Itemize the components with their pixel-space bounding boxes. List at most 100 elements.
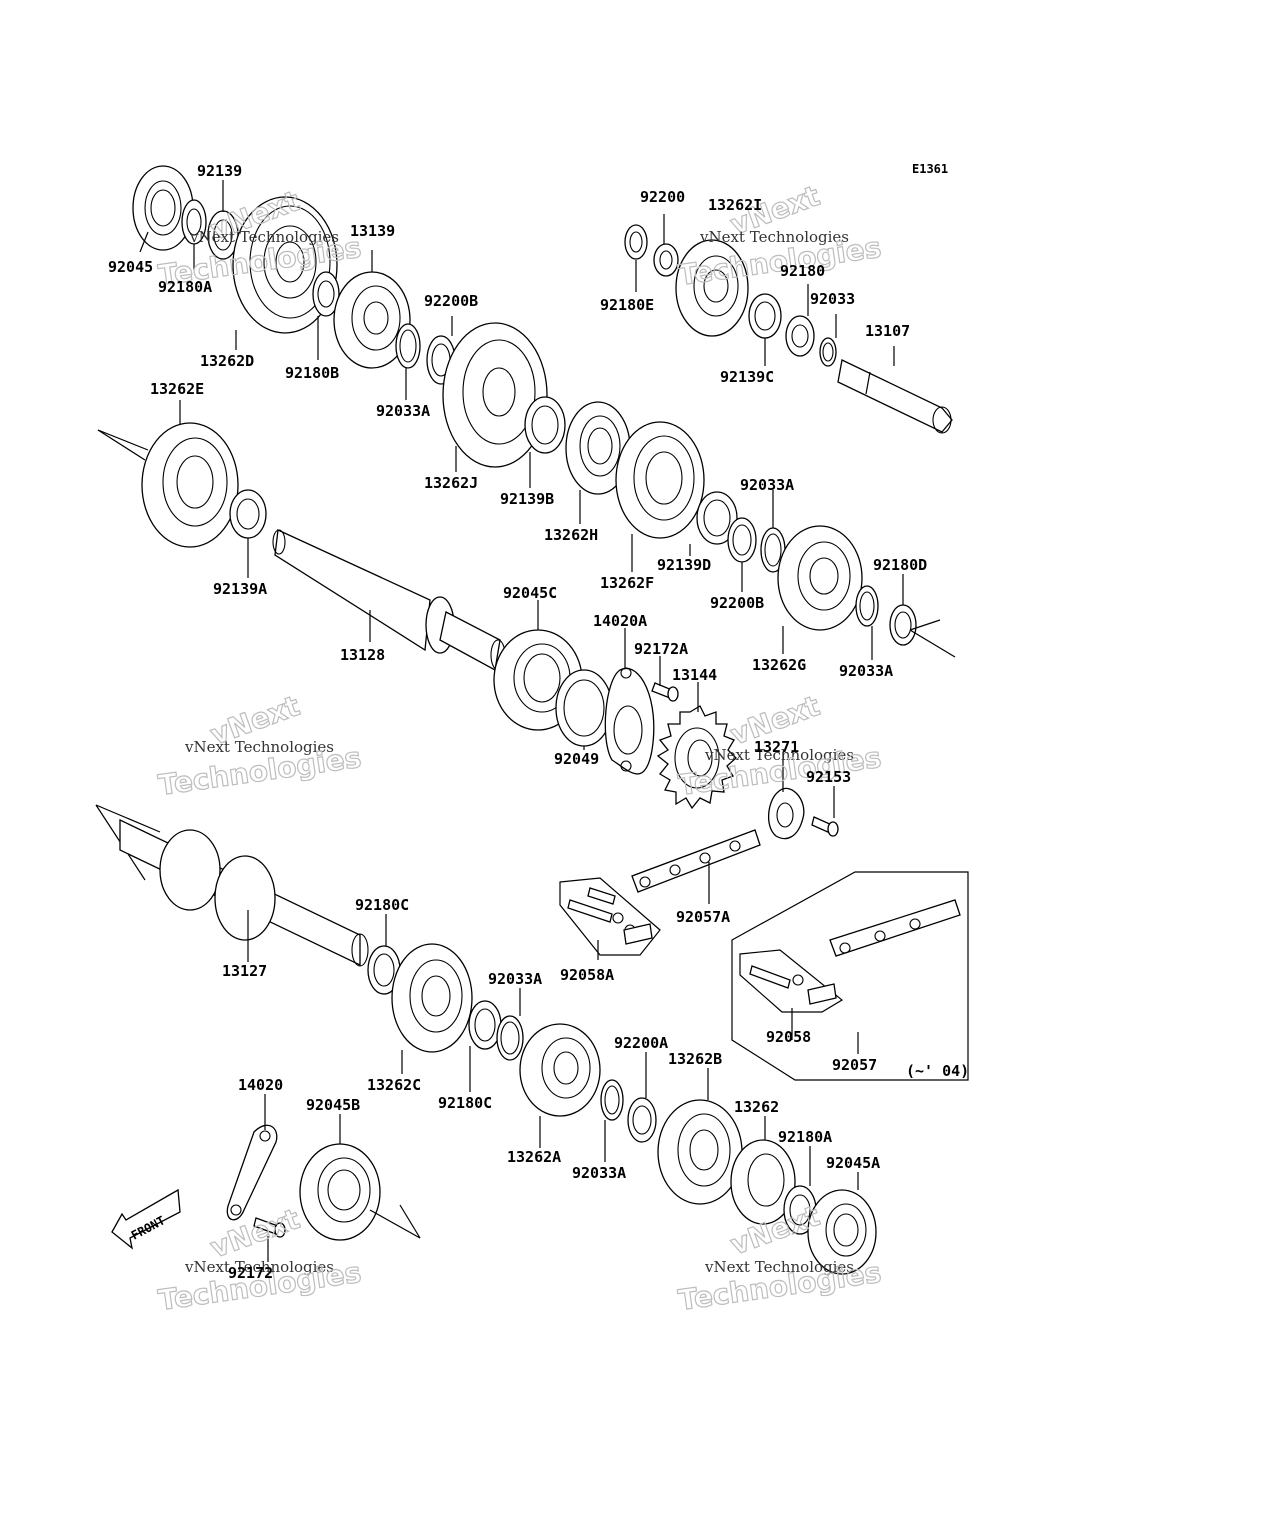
label-92033A-mid1: 92033A (740, 476, 794, 494)
bolt-92153 (811, 816, 839, 837)
gear-13139 (333, 271, 411, 369)
plate-14020A (604, 667, 655, 775)
label-92180C-low: 92180C (438, 1094, 492, 1112)
label-92153: 92153 (806, 768, 851, 786)
svg-text:vNext Technologies: vNext Technologies (699, 228, 849, 246)
label-92139D: 92139D (657, 556, 711, 574)
label-92045A: 92045A (826, 1154, 880, 1172)
label-13262G: 13262G (752, 656, 806, 674)
label-92172A: 92172A (634, 640, 688, 658)
circlip-92033 (819, 337, 837, 367)
label-13128: 13128 (340, 646, 385, 664)
label-92180A-low: 92180A (778, 1128, 832, 1146)
label-14020A: 14020A (593, 612, 647, 630)
label-13262C: 13262C (367, 1076, 421, 1094)
bearing-92045A (807, 1189, 877, 1275)
chain-92057A (631, 829, 761, 893)
svg-text:vNext Technologies: vNext Technologies (184, 1258, 334, 1276)
label-92180D: 92180D (873, 556, 927, 574)
svg-text:vNext Technologies: vNext Technologies (704, 1258, 854, 1276)
label-13262H: 13262H (544, 526, 598, 544)
bearing-92045 (132, 165, 194, 251)
circlip-92033A-top (395, 323, 421, 369)
label-92180E: 92180E (600, 296, 654, 314)
label-13271: 13271 (754, 738, 799, 756)
parts-drawing (95, 165, 969, 1275)
washer-92180 (785, 315, 815, 357)
front-arrow-icon (111, 1188, 181, 1250)
label-92200B-top: 92200B (424, 292, 478, 310)
gear-13262G (777, 525, 863, 631)
label-13127: 13127 (222, 962, 267, 980)
part-labels: E1361 92139 92045 92180A 13139 13262D 92… (108, 162, 969, 1282)
label-13262: 13262 (734, 1098, 779, 1116)
diagram-code: E1361 (912, 162, 948, 176)
label-92058: 92058 (766, 1028, 811, 1046)
washer-92200 (653, 243, 679, 277)
washer-92200B-mid (727, 517, 757, 563)
label-92200A: 92200A (614, 1034, 668, 1052)
circlip-92033A-mid2 (855, 585, 879, 627)
needle-bearing-92139C (748, 293, 782, 339)
label-92033A-low2: 92033A (572, 1164, 626, 1182)
gear-13262J (442, 322, 548, 468)
label-13144: 13144 (672, 666, 717, 684)
label-92180B: 92180B (285, 364, 339, 382)
label-92180: 92180 (780, 262, 825, 280)
label-13262A: 13262A (507, 1148, 561, 1166)
label-92139A: 92139A (213, 580, 267, 598)
label-92045B: 92045B (306, 1096, 360, 1114)
gear-13262C (391, 943, 473, 1053)
needle-bearing-92139D (696, 491, 738, 545)
circlip-92033A-low2 (600, 1079, 624, 1121)
seal-92049 (555, 669, 613, 747)
gear-13262B (657, 1099, 743, 1205)
label-92057A: 92057A (676, 908, 730, 926)
label-92045C: 92045C (503, 584, 557, 602)
gear-13262F (615, 421, 705, 539)
label-92033A-top: 92033A (376, 402, 430, 420)
master-link-92058A (559, 877, 661, 956)
shaft-13107 (837, 359, 953, 434)
label-13262I: 13262I (708, 196, 762, 214)
label-92033A-mid2: 92033A (839, 662, 893, 680)
box-note: (~' 04) (906, 1062, 969, 1080)
gear-13262A (519, 1023, 601, 1117)
gear-13262I (675, 239, 749, 337)
washer-92200A (627, 1097, 657, 1143)
washer-92180C-low (468, 1000, 502, 1050)
label-92033A-low1: 92033A (488, 970, 542, 988)
label-92058A: 92058A (560, 966, 614, 984)
label-13139: 13139 (350, 222, 395, 240)
label-92180C-top: 92180C (355, 896, 409, 914)
screw-92172A (651, 682, 679, 702)
label-92139C: 92139C (720, 368, 774, 386)
screw-92172 (253, 1217, 286, 1238)
svg-text:vNext Technologies: vNext Technologies (704, 746, 854, 764)
label-92045: 92045 (108, 258, 153, 276)
label-13262D: 13262D (200, 352, 254, 370)
svg-text:vNext Technologies: vNext Technologies (189, 228, 339, 246)
label-92172: 92172 (228, 1264, 273, 1282)
svg-text:vNext Technologies: vNext Technologies (184, 738, 334, 756)
washer-92180E (624, 224, 648, 260)
svg-text:vNext: vNext (206, 1202, 304, 1265)
label-14020: 14020 (238, 1076, 283, 1094)
label-13107: 13107 (865, 322, 910, 340)
leader-lines (139, 180, 904, 1262)
label-92180A: 92180A (158, 278, 212, 296)
label-92049: 92049 (554, 750, 599, 768)
needle-bearing-92139B (524, 396, 566, 454)
plate-14020 (226, 1124, 278, 1221)
label-13262B: 13262B (668, 1050, 722, 1068)
shaft-13128 (272, 529, 506, 672)
shaft-13127 (95, 804, 369, 967)
label-13262E: 13262E (150, 380, 204, 398)
label-92200: 92200 (640, 188, 685, 206)
bearing-92045B (299, 1143, 421, 1241)
gear-13262E (97, 422, 239, 548)
washer-92180B (312, 271, 340, 317)
needle-bearing-92139A (229, 489, 267, 539)
label-92200B-mid: 92200B (710, 594, 764, 612)
